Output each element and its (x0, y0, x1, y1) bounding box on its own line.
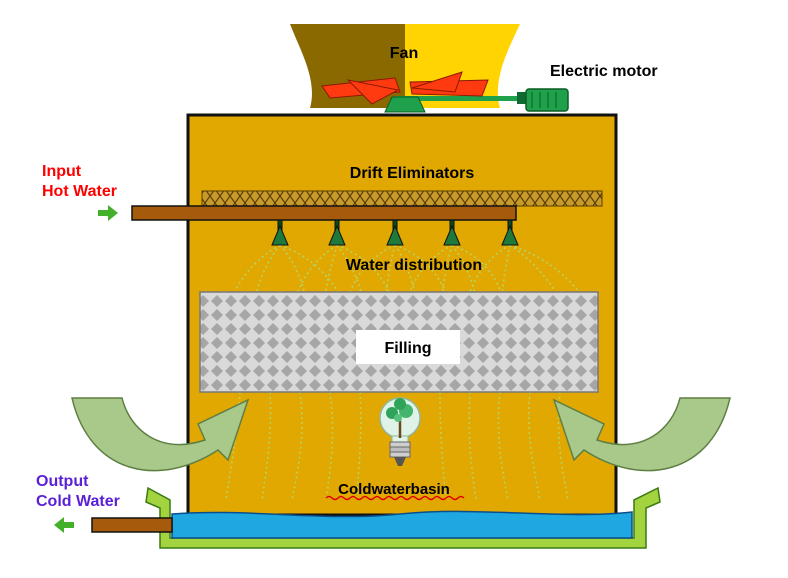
input-label-line1: Input (42, 163, 82, 180)
input-pipe (131, 205, 517, 221)
output-pipe (91, 517, 173, 533)
spray-nozzles (271, 219, 519, 246)
spellcheck-underline (325, 495, 465, 501)
fan-blades (321, 71, 489, 105)
output-arrow-icon (54, 517, 74, 533)
filling-label: Filling (384, 340, 431, 357)
drift-eliminators-label: Drift Eliminators (350, 165, 475, 182)
filling-label-box (356, 330, 460, 364)
input-label-line2: Hot Water (42, 183, 117, 200)
input-arrow-icon (98, 205, 118, 221)
drift-eliminator (201, 190, 603, 207)
basin-frame (145, 486, 661, 549)
fan-hub (384, 96, 426, 113)
electric-motor-icon (517, 88, 569, 112)
output-label-line1: Output (36, 473, 89, 490)
basin-label: Coldwaterbasin (338, 481, 450, 498)
water-distribution-label: Water distribution (346, 257, 482, 274)
basin-water (171, 510, 633, 539)
fan-label: Fan (390, 45, 418, 62)
lightbulb-tree-icon (379, 397, 421, 466)
output-label-line2: Cold Water (36, 493, 120, 510)
fan-shaft (395, 96, 520, 101)
electric-motor-label: Electric motor (550, 63, 658, 80)
air-inflow-arrow-icon (71, 397, 731, 472)
